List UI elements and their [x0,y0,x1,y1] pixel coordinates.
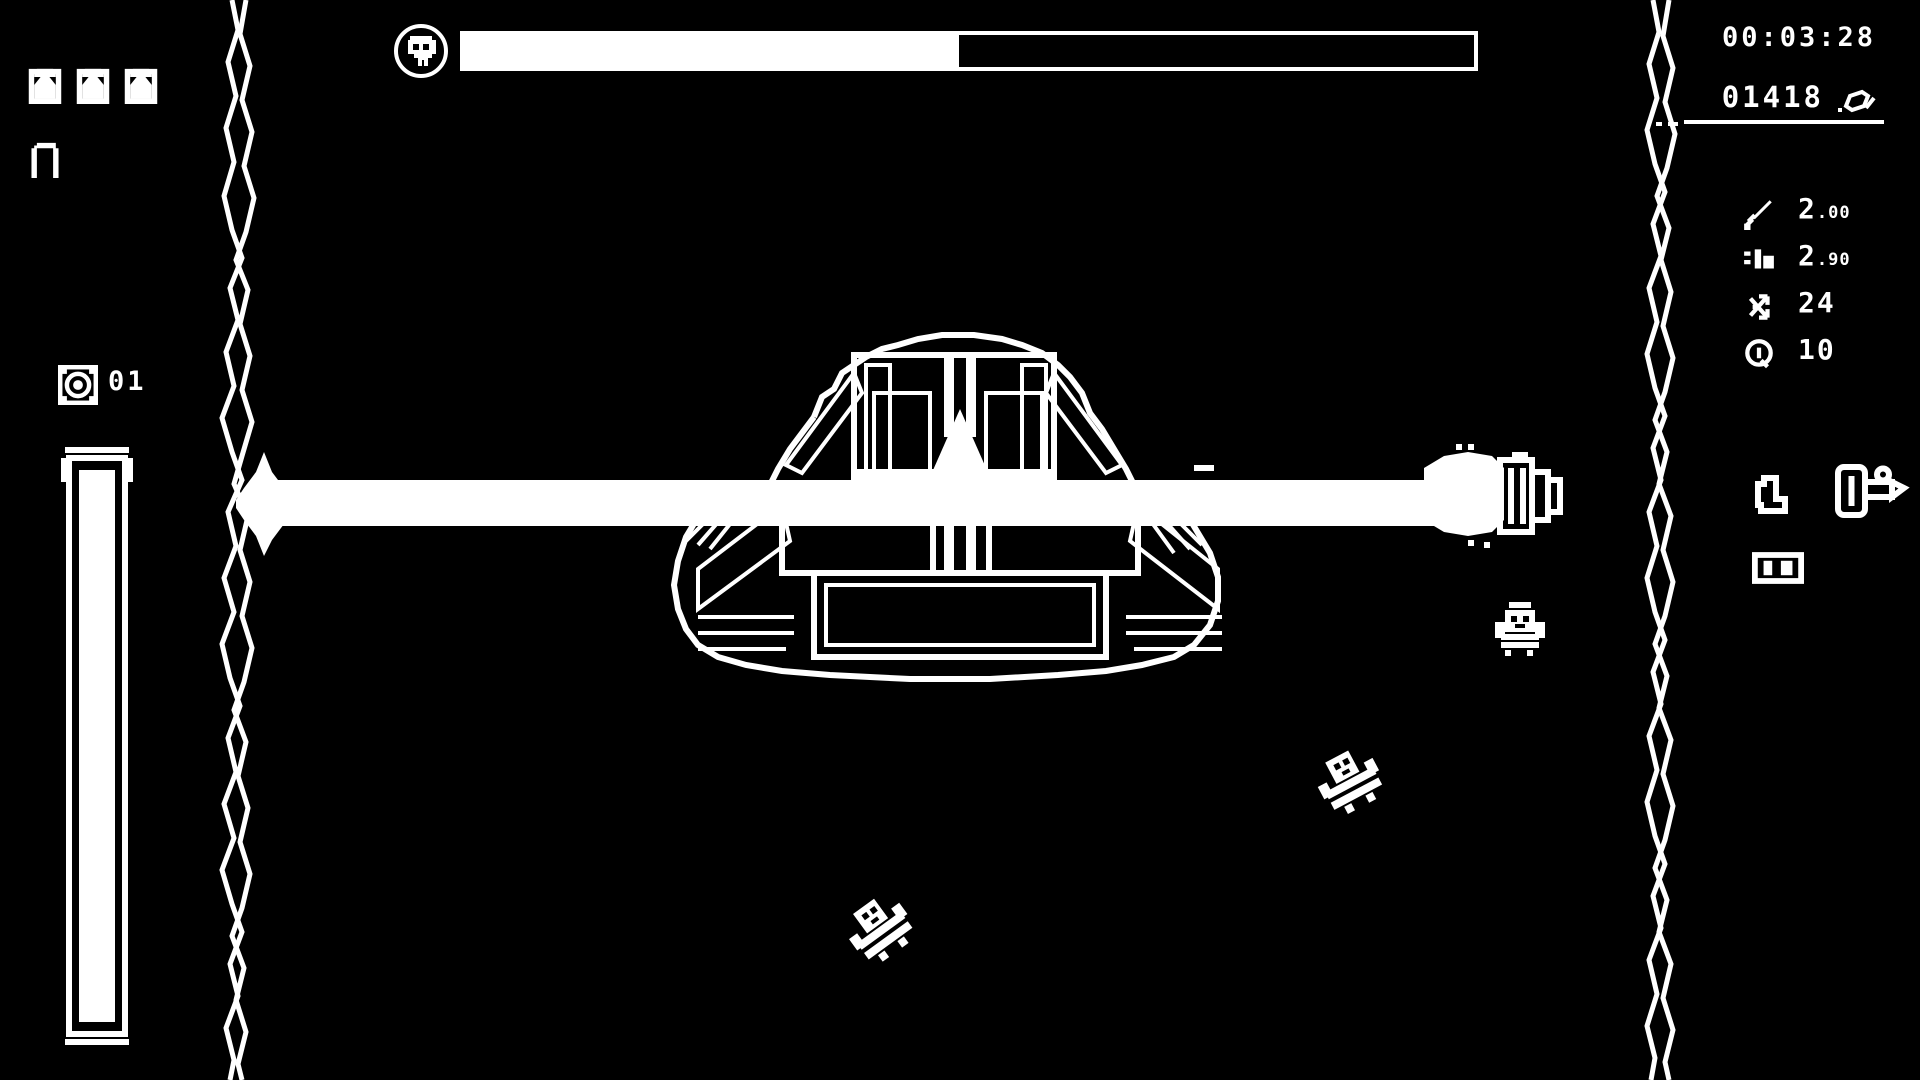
charge-icon [1745,339,1773,369]
boss-health-bar-fill [464,35,959,67]
stat-attack-value: 2.00 [1798,192,1851,225]
boss-health-bar [392,22,1482,82]
stat-charge-value: 10 [1798,333,1836,366]
stat-charge: 10 [1742,333,1920,381]
score-underline [1684,120,1884,124]
armor-icon [1744,249,1774,269]
life-icon-1 [28,68,62,104]
energy-gauge [61,447,133,1045]
stat-speed-value: 24 [1798,286,1836,319]
skull-icon [394,24,448,78]
score-underline-dash-b [1656,122,1662,126]
bomb-count: 01 [108,366,147,397]
enemy-ghost-upright [1495,602,1545,656]
stat-defense-value: 2.90 [1798,239,1851,272]
sword-icon [1744,200,1772,230]
run-timer: 00:03:28 [1721,22,1876,53]
speed-icon [1748,294,1770,320]
cave-wall-right [1635,0,1695,1080]
life-icon-2 [76,68,110,104]
player-character [1424,444,1563,548]
life-icon-empty [31,142,59,178]
score-value: 01418 [1721,80,1824,114]
siege-machine-boss [670,332,1222,682]
laser-beam [262,480,1452,526]
boot-icon[interactable] [1752,472,1794,520]
swirl-coin-icon [1838,89,1876,113]
stat-speed: 24 [1742,286,1920,334]
score-underline-dash-a [1668,122,1678,126]
cave-wall-left [212,0,272,1080]
stat-defense: 2.90 [1742,239,1920,287]
bomb-target-icon [58,365,98,405]
card-icon[interactable] [1752,548,1804,588]
boss-health-bar-track [460,31,1478,71]
stat-attack: 2.00 [1742,192,1920,240]
chainsaw-icon[interactable] [1832,460,1910,522]
enemy-ghost-tilted-2 [849,898,913,962]
enemy-ghost-tilted-1 [1317,750,1383,814]
life-icon-3 [124,68,158,104]
